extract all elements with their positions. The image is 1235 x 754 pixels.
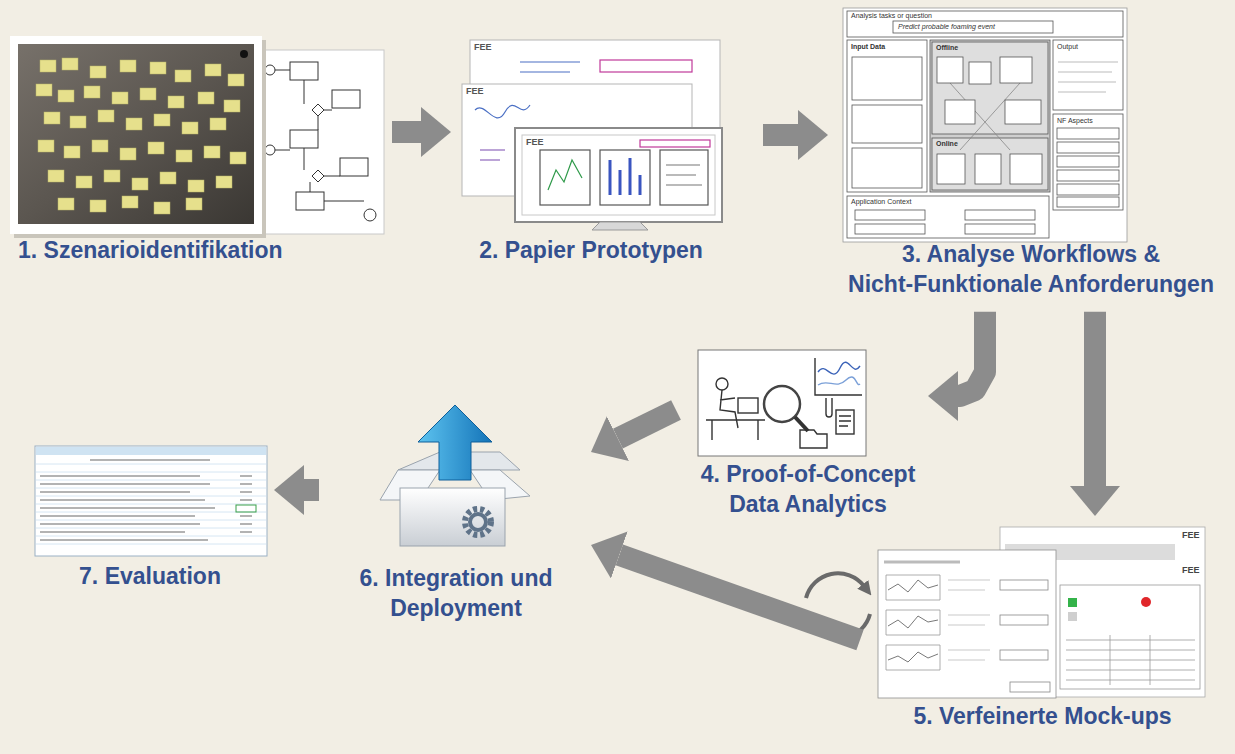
word: Evaluation — [105, 563, 221, 589]
word: Prototypen — [581, 237, 702, 263]
refined-mockups — [878, 527, 1205, 698]
word: Mock-ups — [1064, 703, 1171, 729]
word: Data — [870, 43, 885, 50]
word: Nicht-Funktionale — [848, 271, 1042, 297]
step-caption: 4. Proof-of-Concept Data Analytics — [690, 460, 926, 520]
sheet-heading: NF Aspects — [1057, 117, 1093, 125]
step-caption: 5. Verfeinerte Mock-ups — [870, 702, 1215, 732]
word: 2. — [479, 237, 498, 263]
word: Offline — [936, 44, 958, 51]
word: Integration — [385, 565, 504, 591]
word: & — [1143, 241, 1160, 267]
word: Online — [936, 140, 958, 147]
process-step: 3. Analyse Workflows & Nicht-Funktionale… — [832, 8, 1230, 300]
word: Proof-of-Concept — [726, 461, 915, 487]
word: Input — [851, 43, 868, 50]
logo-text: FEE — [474, 43, 492, 53]
word: FEE — [466, 86, 484, 96]
word: Deployment — [390, 595, 522, 621]
word: Anforderungen — [1048, 271, 1214, 297]
sheet-heading: Application Context — [851, 198, 911, 206]
step-caption: 3. Analyse Workflows & Nicht-Funktionale… — [832, 240, 1230, 300]
flow-arrow — [958, 312, 985, 396]
flow-arrow — [619, 555, 860, 640]
logo-text: FEE — [1182, 531, 1200, 541]
flow-arrow — [304, 479, 319, 501]
word: FEE — [474, 42, 492, 52]
process-step: 5. Verfeinerte Mock-ups — [870, 522, 1215, 732]
word: Analytics — [785, 491, 887, 517]
paper-prototypes — [462, 40, 722, 230]
word: 4. — [701, 461, 720, 487]
deployment-icon — [380, 405, 530, 546]
word: Workflows — [1021, 241, 1137, 267]
word: tasks — [879, 12, 895, 19]
word: Analysis — [851, 12, 877, 19]
word: Aspects — [1068, 117, 1093, 124]
flow-arrow — [1084, 312, 1106, 486]
process-step: 6. Integration und Deployment — [325, 402, 587, 624]
sheet-heading: Analysis tasks or question — [851, 12, 932, 20]
word: FEE — [526, 137, 544, 147]
sheet-heading: Offline — [936, 44, 958, 52]
sheet-heading: Output — [1057, 43, 1078, 51]
flow-arrow — [763, 124, 798, 146]
logo-text: FEE — [1182, 566, 1200, 576]
process-step: 1. Szenarioidentifikation — [10, 36, 382, 266]
word: Szenarioidentifikation — [44, 237, 283, 263]
word: event — [978, 23, 995, 30]
word: Analyse — [927, 241, 1015, 267]
word: 7. — [79, 563, 98, 589]
sheet-text: Predict probable foaming event — [898, 23, 995, 31]
step-caption: 7. Evaluation — [30, 562, 270, 592]
word: 1. — [18, 237, 37, 263]
word: Context — [887, 198, 911, 205]
flow-arrow — [392, 121, 421, 143]
step-caption: 2. Papier Prototypen — [455, 236, 727, 266]
process-step: 4. Proof-of-Concept Data Analytics — [690, 348, 926, 520]
word: Application — [851, 198, 885, 205]
word: Output — [1057, 43, 1078, 50]
word: NF — [1057, 117, 1066, 124]
sheet-heading: Input Data — [851, 43, 885, 51]
flow-arrow — [618, 410, 676, 439]
word: 6. — [360, 565, 379, 591]
word: Papier — [505, 237, 575, 263]
logo-text: FEE — [466, 87, 484, 97]
word: foaming — [951, 23, 976, 30]
word: or — [897, 12, 903, 19]
word: FEE — [1182, 565, 1200, 575]
word: Data — [729, 491, 779, 517]
word: 3. — [902, 241, 921, 267]
process-step: 2. Papier Prototypen — [455, 38, 727, 266]
sheet-heading: Online — [936, 140, 958, 148]
word: FEE — [1182, 530, 1200, 540]
word: und — [510, 565, 552, 591]
word: probable — [922, 23, 949, 30]
analysis-workflow-sheet — [843, 8, 1127, 242]
word: Verfeinerte — [939, 703, 1058, 729]
step-caption: 1. Szenarioidentifikation — [10, 236, 382, 266]
proof-of-concept-icon — [698, 350, 866, 456]
word: Predict — [898, 23, 920, 30]
evaluation-sheet — [35, 446, 267, 556]
word: 5. — [913, 703, 932, 729]
logo-text: FEE — [526, 138, 544, 148]
process-step: 7. Evaluation — [30, 442, 270, 592]
workshop-photo — [10, 36, 384, 238]
step-caption: 6. Integration und Deployment — [325, 564, 587, 624]
word: question — [906, 12, 932, 19]
